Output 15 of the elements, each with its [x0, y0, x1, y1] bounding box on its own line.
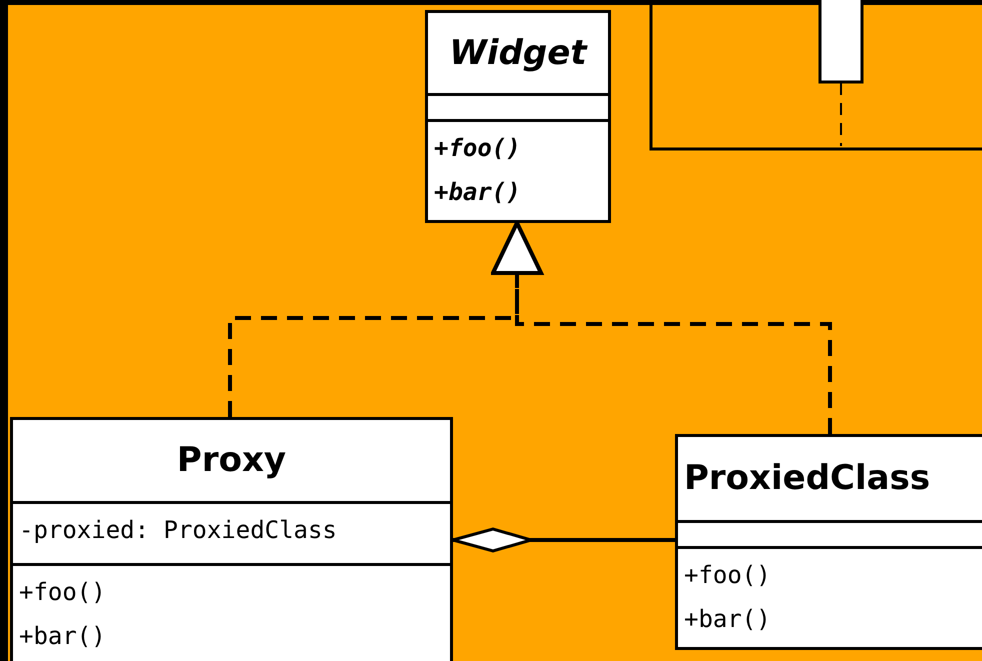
- method-text: +foo(): [684, 560, 771, 591]
- class-name: Proxy: [176, 439, 286, 482]
- attribute-text: -proxied: ProxiedClass: [19, 515, 337, 546]
- method-text: +bar(): [434, 177, 521, 208]
- realization-arrow: [491, 221, 832, 434]
- class-box: [675, 434, 982, 650]
- method-text: +foo(): [434, 133, 521, 164]
- method-text: +bar(): [684, 604, 771, 635]
- aggregation-line: [452, 528, 675, 552]
- class-name: Widget: [449, 32, 587, 75]
- class-box: [10, 417, 453, 661]
- method-text: +bar(): [19, 621, 106, 652]
- method-text: +foo(): [19, 577, 106, 608]
- class-name: ProxiedClass: [684, 457, 930, 500]
- class-box: [425, 10, 611, 223]
